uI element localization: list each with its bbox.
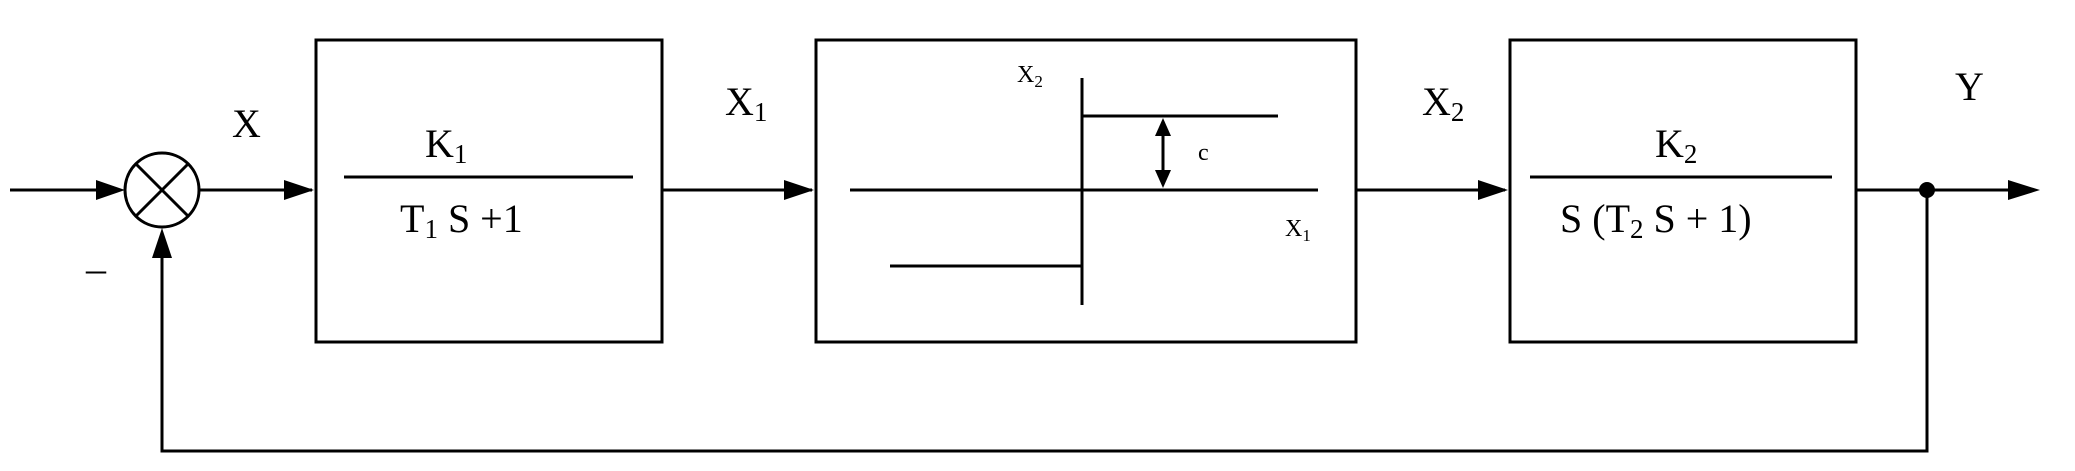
- relay-level-double-arrow: [1155, 118, 1171, 188]
- relay-y-axis-label: X2: [1017, 62, 1043, 91]
- x2-arrowhead: [1478, 180, 1508, 200]
- output-arrowhead: [2008, 180, 2040, 200]
- block1-numerator: K1: [425, 121, 467, 169]
- relay-level-label: c: [1198, 140, 1209, 166]
- feedback-line: [160, 190, 1929, 453]
- error-arrowhead: [284, 180, 314, 200]
- summing-junction: [123, 151, 201, 229]
- block1-denominator: T1 S +1: [400, 196, 523, 244]
- signal-x1-label: X1: [725, 79, 767, 127]
- block-integrator-lag: [1508, 38, 1858, 344]
- block3-numerator: K2: [1655, 121, 1697, 169]
- signal-x-label: X: [232, 101, 261, 146]
- block3-denominator: S (T2 S + 1): [1560, 196, 1752, 244]
- signal-x2-label: X2: [1422, 79, 1464, 127]
- signal-y-label: Y: [1955, 64, 1984, 109]
- block-first-order-lag: [314, 38, 664, 344]
- feedback-arrowhead: [152, 228, 172, 258]
- relay-x-axis-label: X1: [1285, 216, 1311, 245]
- x1-arrowhead: [784, 180, 814, 200]
- input-arrowhead: [96, 180, 125, 200]
- minus-sign: –: [85, 246, 107, 291]
